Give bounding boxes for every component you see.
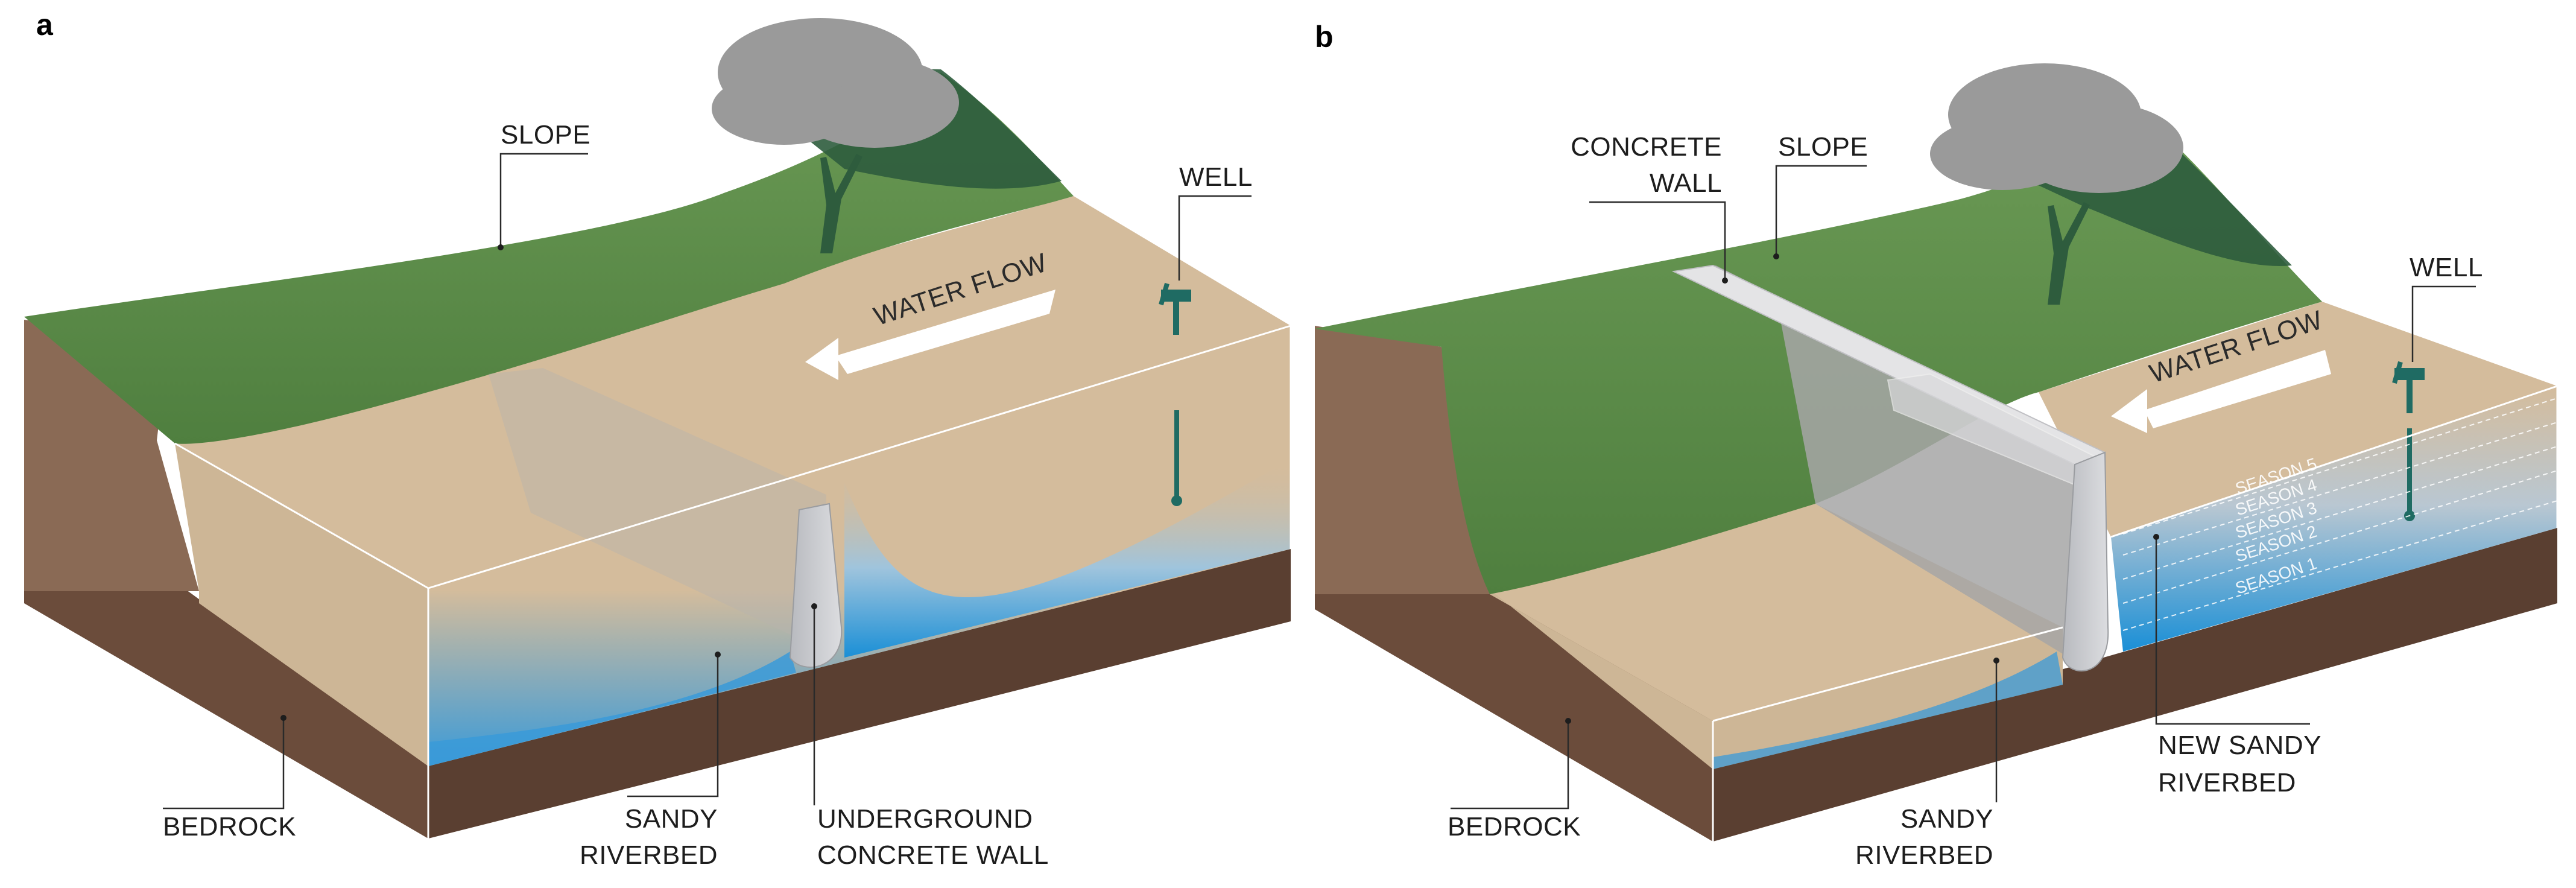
water-table [844,458,1291,658]
water-flow-arrowhead [805,338,838,380]
riverbed-downstream-front [1713,627,2063,769]
well-label-b: WELL [2410,253,2483,282]
underground-concrete-wall [789,503,843,668]
bedrock-front-b [1713,528,2557,842]
underground-wall-label-2: CONCRETE WALL [817,840,1049,870]
cliff-face-b [1315,326,1496,594]
slope-label: SLOPE [501,120,590,150]
left-section [175,443,428,766]
concrete-wall-label-2: WALL [1650,168,1722,198]
water-flow-arrowhead-b [2111,389,2147,433]
concrete-wall-label-1: CONCRETE [1571,132,1722,162]
slope-label-b: SLOPE [1778,132,1868,162]
panel-b: b WATER FLOW [1315,20,2559,870]
riverbed-top [175,196,1291,588]
bedrock-label: BEDROCK [163,812,296,842]
front-water-b [1713,652,2063,769]
tree [712,18,959,253]
riverbed-top-b [2039,302,2557,537]
new-sandy-riverbed-label-2: RIVERBED [2158,768,2296,798]
sandy-riverbed-label-b-2: RIVERBED [1855,840,1993,870]
concrete-wall-pillar [2062,451,2109,671]
tree-b [1930,63,2183,305]
sandy-riverbed-label-1: SANDY [625,804,718,834]
front-water [428,652,796,766]
panel-a-letter: a [36,8,54,42]
panel-b-letter: b [1315,20,1334,54]
new-sandy-riverbed-label-1: NEW SANDY [2158,731,2321,760]
sandy-riverbed-label-b-1: SANDY [1900,804,1993,834]
concrete-wall-surface [1677,265,2099,658]
bedrock-label-b: BEDROCK [1448,812,1581,842]
underground-wall-label-1: UNDERGROUND [817,804,1033,834]
panel-a: a WATER FLOW [24,8,1292,870]
slope-surface [24,72,1074,444]
well-icon [1159,282,1191,506]
bedrock-front [428,549,1291,839]
water-flow-arrow-b [2144,350,2331,428]
well-label: WELL [1179,162,1253,192]
season-section [2111,386,2557,652]
well-icon-b [2392,361,2425,521]
sandy-riverbed-label-2: RIVERBED [580,840,718,870]
water-flow-arrow [835,290,1055,374]
wall-ghost [489,368,826,652]
